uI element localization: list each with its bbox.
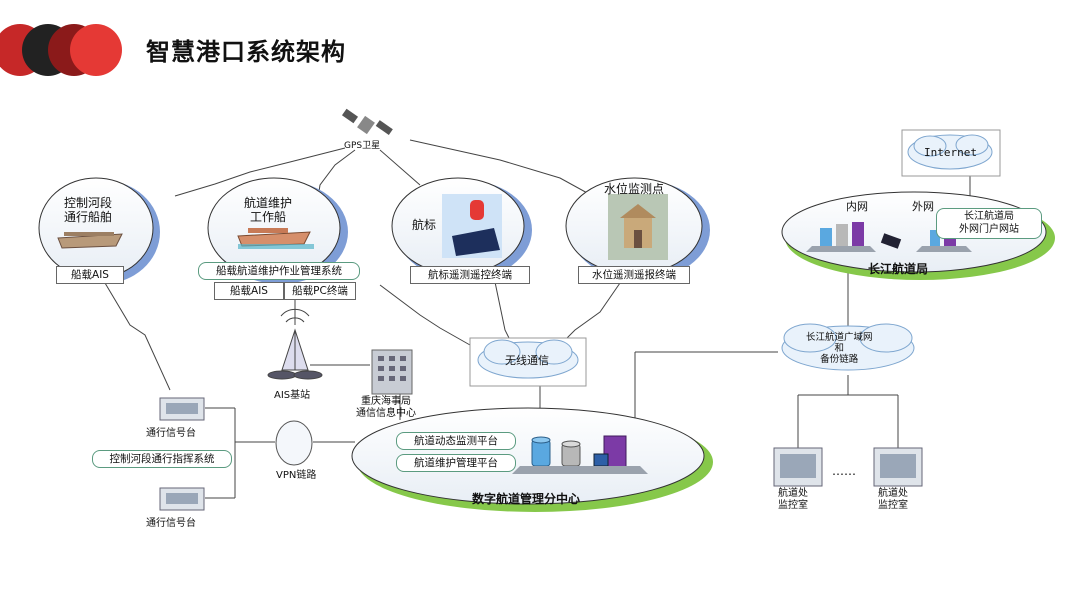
center-label: 数字航道管理分中心 <box>472 492 581 506</box>
office-2-label: 航道处 监控室 <box>878 488 908 511</box>
water-terminal-box: 水位遥测遥报终端 <box>578 266 690 284</box>
office-1-icon <box>773 447 823 487</box>
office-1-label: 航道处 监控室 <box>778 488 808 511</box>
extranet-label: 外网 <box>912 200 934 213</box>
dynamic-platform-box: 航道动态监测平台 <box>396 432 516 450</box>
gps-satellite-label: GPS卫星 <box>344 141 381 151</box>
maintenance-ais-box: 船载AIS <box>214 282 284 300</box>
yangtze-portal-box: 长江航道局 外网门户网站 <box>936 208 1042 239</box>
maintenance-system-box: 船载航道维护作业管理系统 <box>198 262 360 280</box>
ship-control-ais-box: 船载AIS <box>56 266 124 284</box>
beacon-terminal-box: 航标遥测遥控终端 <box>410 266 530 284</box>
work-ship-icon <box>237 228 314 249</box>
signal-station-bottom-icon <box>159 487 205 511</box>
vpn-icon <box>275 420 313 466</box>
wireless-label: 无线通信 <box>505 354 549 367</box>
water-station-label: 水位监测点 <box>604 182 665 196</box>
chongqing-label: 重庆海事局 通信信息中心 <box>356 396 416 419</box>
water-station-icon <box>608 194 668 260</box>
office-2-icon <box>873 447 923 487</box>
satellite-icon <box>341 108 393 136</box>
yangtze-bureau-label: 长江航道局 <box>868 262 929 276</box>
building-icon <box>371 349 413 395</box>
maintenance-pc-box: 船载PC终端 <box>284 282 356 300</box>
signal-top-label: 通行信号台 <box>146 428 196 439</box>
wan-cloud-icon <box>781 323 915 371</box>
command-system-box: 控制河段通行指挥系统 <box>92 450 232 468</box>
wireless-cloud-icon <box>469 337 587 387</box>
dots-label: …… <box>832 464 856 478</box>
internet-label: Internet <box>924 146 977 159</box>
ais-tower-icon <box>267 308 323 380</box>
bureau-devices-icon <box>806 222 972 252</box>
ship-control-label: 控制河段 通行船舶 <box>64 196 113 224</box>
maintenance-platform-box: 航道维护管理平台 <box>396 454 516 472</box>
logo-circle-4 <box>70 24 122 76</box>
internet-cloud-icon <box>901 129 1001 177</box>
signal-station-top-icon <box>159 397 205 421</box>
page-title: 智慧港口系统架构 <box>146 38 346 66</box>
server-cluster-icon <box>512 435 648 474</box>
intranet-label: 内网 <box>846 200 868 213</box>
signal-bottom-label: 通行信号台 <box>146 518 196 529</box>
ais-station-label: AIS基站 <box>274 390 311 401</box>
cargo-ship-icon <box>57 232 123 249</box>
beacon-label: 航标 <box>412 218 437 232</box>
maintenance-ship-label: 航道维护 工作船 <box>244 196 293 224</box>
vpn-label: VPN链路 <box>276 470 317 481</box>
beacon-icon <box>442 194 502 258</box>
header: 智慧港口系统架构 <box>0 0 1080 100</box>
wan-label: 长江航道广域网 和 备份链路 <box>806 332 873 365</box>
